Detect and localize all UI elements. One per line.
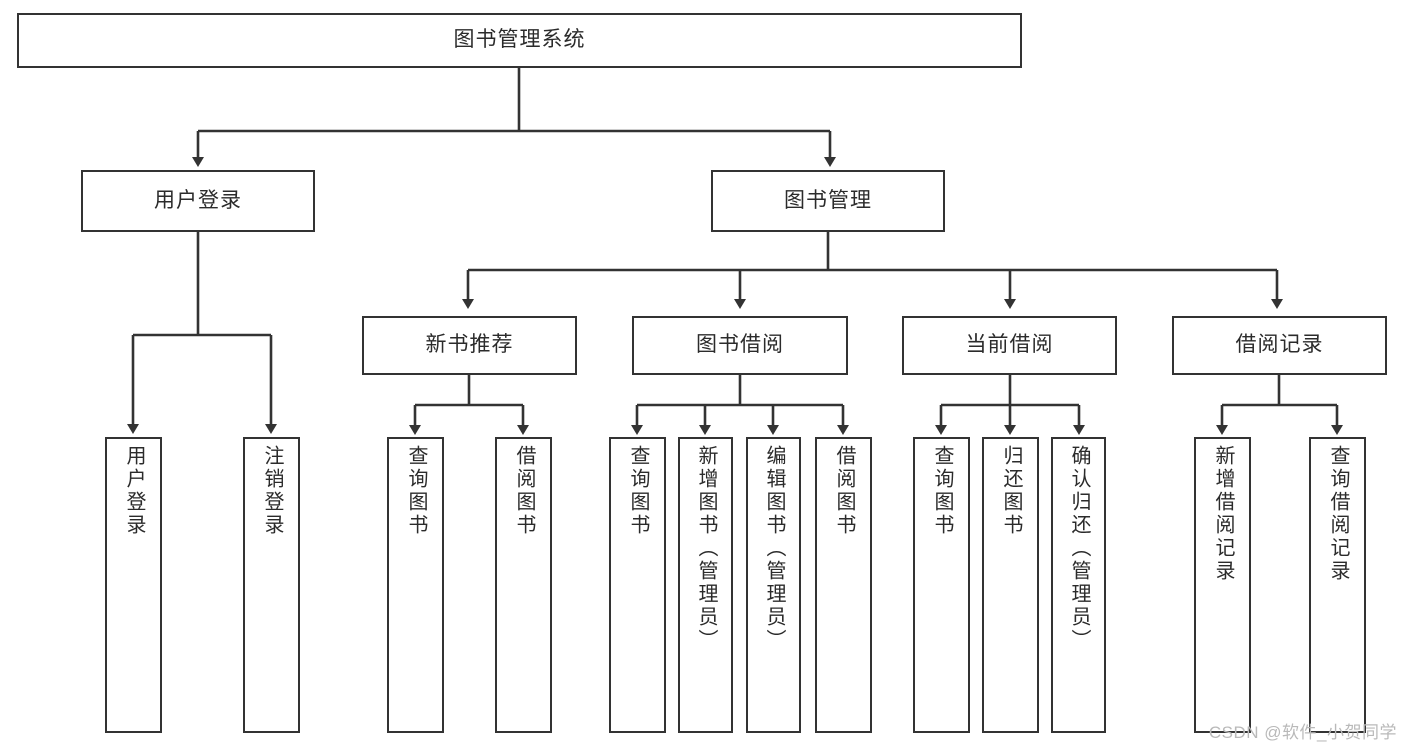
leaf-new-book-borrow-label: 借阅图书 <box>513 445 535 537</box>
leaf-current-query-book[interactable]: 查询图书 <box>913 437 970 733</box>
node-current-borrow-label: 当前借阅 <box>965 333 1054 357</box>
leaf-user-login[interactable]: 用户登录 <box>105 437 162 733</box>
node-user-login-label: 用户登录 <box>154 188 242 212</box>
leaf-borrow-book-label: 借阅图书 <box>833 445 855 537</box>
node-root-label: 图书管理系统 <box>453 28 586 52</box>
leaf-user-login-label: 用户登录 <box>123 445 145 537</box>
leaf-edit-book-admin-label: 编辑图书（管理员） <box>763 445 785 652</box>
node-book-borrow-label: 图书借阅 <box>696 333 784 357</box>
leaf-return-book[interactable]: 归还图书 <box>982 437 1039 733</box>
leaf-query-borrow-record-label: 查询借阅记录 <box>1327 445 1349 583</box>
watermark: CSDN @软件_小贺同学 <box>1208 723 1397 742</box>
leaf-add-borrow-record-label: 新增借阅记录 <box>1212 445 1234 583</box>
node-book-management-label: 图书管理 <box>784 188 872 212</box>
leaf-return-book-label: 归还图书 <box>1000 445 1022 537</box>
leaf-confirm-return-admin-label: 确认归还（管理员） <box>1068 445 1090 652</box>
node-user-login[interactable]: 用户登录 <box>81 170 315 232</box>
node-borrow-record[interactable]: 借阅记录 <box>1172 316 1387 375</box>
leaf-new-book-borrow[interactable]: 借阅图书 <box>495 437 552 733</box>
leaf-borrow-book[interactable]: 借阅图书 <box>815 437 872 733</box>
node-root[interactable]: 图书管理系统 <box>17 13 1022 68</box>
leaf-current-query-book-label: 查询图书 <box>931 445 953 537</box>
leaf-add-book-admin[interactable]: 新增图书（管理员） <box>678 437 733 733</box>
leaf-query-borrow-record[interactable]: 查询借阅记录 <box>1309 437 1366 733</box>
leaf-new-book-query[interactable]: 查询图书 <box>387 437 444 733</box>
leaf-borrow-query-book-label: 查询图书 <box>627 445 649 537</box>
leaf-add-book-admin-label: 新增图书（管理员） <box>695 445 717 652</box>
node-new-book-recommend[interactable]: 新书推荐 <box>362 316 577 375</box>
leaf-borrow-query-book[interactable]: 查询图书 <box>609 437 666 733</box>
leaf-confirm-return-admin[interactable]: 确认归还（管理员） <box>1051 437 1106 733</box>
leaf-logout-label: 注销登录 <box>261 445 283 537</box>
node-book-management[interactable]: 图书管理 <box>711 170 945 232</box>
node-borrow-record-label: 借阅记录 <box>1235 333 1324 357</box>
leaf-new-book-query-label: 查询图书 <box>405 445 427 537</box>
leaf-add-borrow-record[interactable]: 新增借阅记录 <box>1194 437 1251 733</box>
leaf-edit-book-admin[interactable]: 编辑图书（管理员） <box>746 437 801 733</box>
node-new-book-recommend-label: 新书推荐 <box>425 333 514 357</box>
node-current-borrow[interactable]: 当前借阅 <box>902 316 1117 375</box>
node-book-borrow[interactable]: 图书借阅 <box>632 316 848 375</box>
leaf-logout[interactable]: 注销登录 <box>243 437 300 733</box>
